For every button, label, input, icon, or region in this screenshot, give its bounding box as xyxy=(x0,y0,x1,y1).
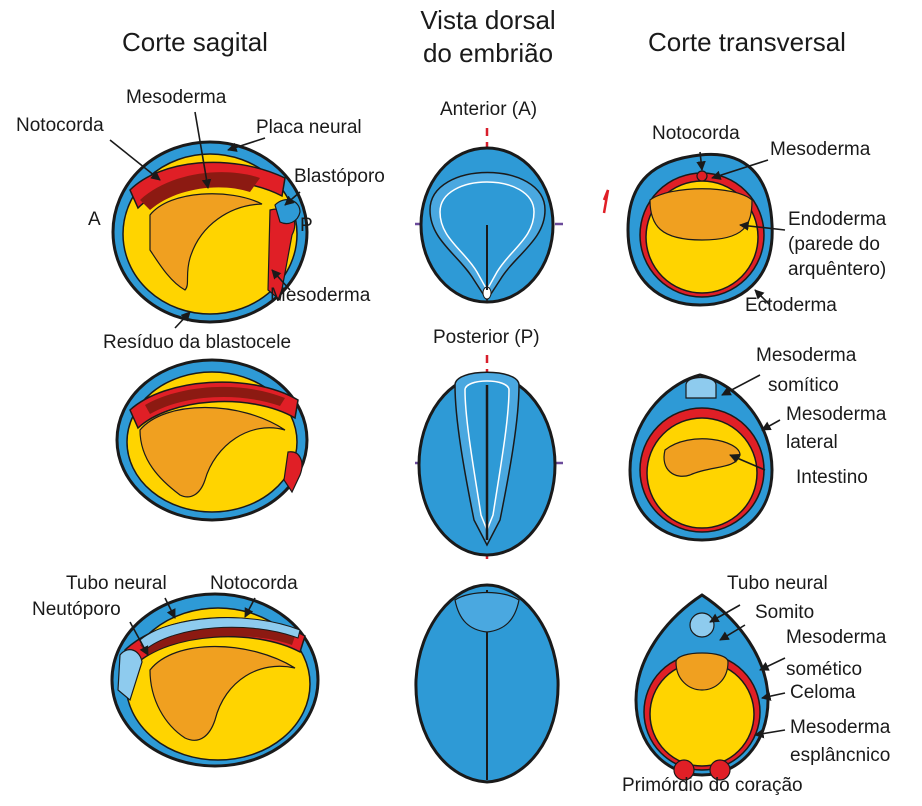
header-sagittal-section: Corte sagital xyxy=(122,28,268,57)
label-somito: Somito xyxy=(755,603,814,624)
dorsal-view-stage-3 xyxy=(416,585,558,782)
label-intestino: Intestino xyxy=(796,468,868,489)
dorsal-view-stage-1 xyxy=(421,148,553,302)
label-celoma: Celoma xyxy=(790,683,855,704)
red-stroke-mark xyxy=(604,190,608,213)
label-mesoderma-esplancnico-line-1: Mesoderma xyxy=(790,718,890,739)
label-endoderma-line-1: Endoderma xyxy=(788,210,886,231)
label-blastoporo: Blastóporo xyxy=(294,167,385,188)
header-dorsal-line-1: Vista dorsal xyxy=(420,6,556,35)
label-mesoderma-somatico-line-1: Mesoderma xyxy=(786,628,886,649)
label-mesoderma-lateral-line-2: lateral xyxy=(786,433,838,454)
label-mesoderma-sagittal-2: Mesoderma xyxy=(270,286,370,307)
label-mesoderma-somitico-line-1: Mesoderma xyxy=(756,346,856,367)
label-neutoporo: Neutóporo xyxy=(32,600,121,621)
label-mesoderma-sagittal-1: Mesoderma xyxy=(126,88,226,109)
label-tubo-neural-transverse: Tubo neural xyxy=(727,574,828,595)
label-tubo-neural-sagittal: Tubo neural xyxy=(66,574,167,595)
dorsal-view-stage-2 xyxy=(419,372,555,555)
header-dorsal-line-2: do embrião xyxy=(420,39,556,68)
sagittal-section-stage-3 xyxy=(112,594,318,766)
label-primordio-coracao: Primórdio do coração xyxy=(622,776,803,797)
sagittal-section-stage-2 xyxy=(117,360,307,520)
header-transverse-section: Corte transversal xyxy=(648,28,846,57)
header-dorsal-view: Vista dorsal do embrião xyxy=(420,6,556,67)
label-mesoderma-somitico-line-2: somítico xyxy=(768,376,839,397)
label-posterior-p: P xyxy=(300,216,313,237)
label-ectoderma: Ectoderma xyxy=(745,296,837,317)
transverse-section-stage-1 xyxy=(628,154,772,305)
label-endoderma-line-3: arquêntero) xyxy=(788,260,886,281)
label-anterior-a: A xyxy=(88,210,101,231)
label-endoderma-line-2: (parede do xyxy=(788,235,880,256)
transverse-section-stage-3 xyxy=(636,595,768,780)
label-mesoderma-esplancnico-line-2: esplâncnico xyxy=(790,746,890,767)
label-notocorda-transverse: Notocorda xyxy=(652,124,740,145)
label-mesoderma-lateral-line-1: Mesoderma xyxy=(786,405,886,426)
label-posterior: Posterior (P) xyxy=(433,328,540,349)
label-mesoderma-transverse: Mesoderma xyxy=(770,140,870,161)
label-placa-neural: Placa neural xyxy=(256,118,362,139)
label-notocorda-sagittal-3: Notocorda xyxy=(210,574,298,595)
transverse-section-stage-2 xyxy=(630,375,772,540)
label-mesoderma-somatico-line-2: somético xyxy=(786,660,862,681)
label-residuo-blastocele: Resíduo da blastocele xyxy=(103,333,291,354)
label-anterior: Anterior (A) xyxy=(440,100,537,121)
label-notocorda-sagittal-1: Notocorda xyxy=(16,116,104,137)
